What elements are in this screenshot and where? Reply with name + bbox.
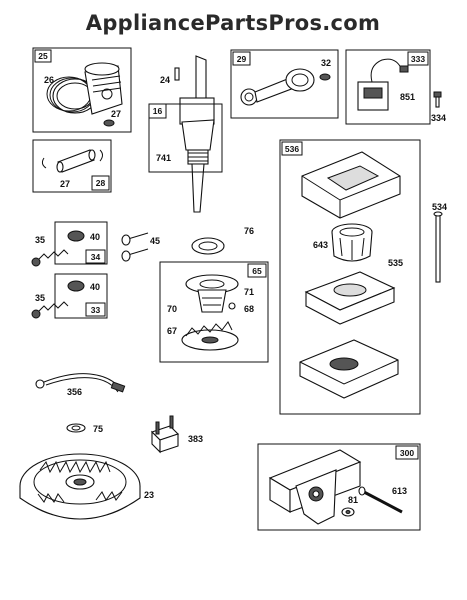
washer-75-part[interactable] [66, 423, 86, 433]
part-label-26: 26 [44, 75, 54, 85]
box-28-frame [32, 139, 112, 193]
valves-45-part[interactable] [121, 232, 149, 262]
air-cleaner-cover-part[interactable] [301, 151, 401, 219]
valve-spring-33-part[interactable] [31, 280, 85, 319]
crankshaft-part[interactable] [179, 55, 215, 213]
box-29-label: 29 [237, 54, 247, 64]
part-label-35a: 35 [35, 235, 45, 245]
box-25-label: 25 [38, 51, 48, 61]
box-33-tag [85, 302, 106, 317]
box-34-tag [85, 249, 106, 264]
box-33-valve-spring-group: 33 35 40 [31, 273, 108, 319]
part-label-81: 81 [348, 495, 358, 505]
box-536-frame [279, 139, 421, 415]
watermark: AppliancePartsPros.com [86, 11, 380, 35]
box-333-frame [345, 49, 431, 125]
box-28-wrist-pin-group: 28 27 [32, 139, 112, 193]
governor-gear-part[interactable] [185, 274, 239, 313]
crankshaft-group: 24 16 741 [148, 55, 223, 213]
part-label-356: 356 [67, 387, 82, 397]
ground-wire-356-part[interactable] [35, 373, 126, 393]
part-label-27b: 27 [60, 179, 70, 189]
box-34-valve-spring-group: 34 35 40 [31, 221, 108, 267]
box-16-label: 16 [153, 106, 163, 116]
box-29-tag [232, 51, 251, 66]
rod-bolt-part[interactable] [319, 73, 331, 81]
terminal-block-383-part[interactable] [150, 415, 180, 454]
box-28-tag [91, 175, 110, 191]
box-34-label: 34 [91, 252, 101, 262]
box-33-frame [54, 273, 108, 319]
part-label-71: 71 [244, 287, 254, 297]
part-label-70: 70 [167, 304, 177, 314]
part-label-613: 613 [392, 486, 407, 496]
box-16-frame [148, 103, 223, 173]
part-label-45: 45 [150, 236, 160, 246]
part-label-32: 32 [321, 58, 331, 68]
oil-seal-76-part[interactable] [191, 237, 225, 255]
pre-cleaner-part[interactable] [331, 223, 373, 262]
pin-clip-left-part[interactable] [41, 157, 47, 169]
box-34-frame [54, 221, 108, 265]
air-filter-part[interactable] [304, 271, 396, 325]
box-300-muffler-group: 300 613 81 [257, 443, 421, 531]
part-label-76: 76 [244, 226, 254, 236]
box-333-label: 333 [411, 54, 425, 64]
part-label-851: 851 [400, 92, 415, 102]
part-label-75: 75 [93, 424, 103, 434]
valve-spring-34-part[interactable] [31, 230, 85, 267]
box-536-air-cleaner-group: 536 643 535 [279, 139, 421, 415]
governor-washer-part[interactable] [228, 302, 236, 310]
box-65-label: 65 [252, 266, 262, 276]
box-65-tag [247, 263, 267, 278]
ignition-armature-part[interactable] [357, 58, 409, 111]
muffler-bolt-613-part[interactable] [358, 486, 403, 514]
part-label-643: 643 [313, 240, 328, 250]
box-33-label: 33 [91, 305, 101, 315]
part-label-334: 334 [431, 113, 446, 123]
box-536-tag [281, 141, 303, 156]
bolt-534-part[interactable] [433, 211, 443, 283]
piston-rings-part[interactable] [46, 76, 98, 114]
retainer-clip-part[interactable] [103, 119, 115, 127]
box-300-frame [257, 443, 421, 531]
box-29-frame [230, 49, 339, 119]
box-300-label: 300 [400, 448, 414, 458]
pin-clip-right-part[interactable] [99, 149, 103, 162]
part-label-35b: 35 [35, 293, 45, 303]
part-label-383: 383 [188, 434, 203, 444]
box-65-frame [159, 261, 269, 363]
box-29-connecting-rod-group: 29 32 [230, 49, 339, 119]
muffler-part[interactable] [268, 449, 362, 525]
part-label-23: 23 [144, 490, 154, 500]
governor-flyweight-part[interactable] [181, 321, 239, 351]
box-25-piston-group: 25 26 27 [32, 47, 132, 133]
box-28-label: 28 [96, 178, 106, 188]
piston-body-part[interactable] [84, 62, 123, 115]
part-label-67: 67 [167, 326, 177, 336]
connecting-rod-part[interactable] [240, 68, 315, 106]
box-333-tag [407, 51, 429, 66]
box-25-frame [32, 47, 132, 133]
screw-334-part[interactable] [433, 91, 442, 108]
box-536-label: 536 [285, 144, 299, 154]
flywheel-23-part[interactable] [19, 453, 141, 520]
part-label-40a: 40 [90, 232, 100, 242]
lock-washer-81-part[interactable] [341, 507, 355, 517]
box-65-governor-group: 65 71 70 68 67 [159, 261, 269, 363]
part-label-534: 534 [432, 202, 447, 212]
part-label-24: 24 [160, 75, 170, 85]
air-cleaner-base-part[interactable] [299, 339, 399, 399]
part-label-68: 68 [244, 304, 254, 314]
box-333-armature-group: 333 851 [345, 49, 431, 125]
part-label-27a: 27 [111, 109, 121, 119]
box-300-tag [395, 445, 419, 460]
part-label-535: 535 [388, 258, 403, 268]
part-label-741: 741 [156, 153, 171, 163]
part-label-40b: 40 [90, 282, 100, 292]
wrist-pin-part[interactable] [56, 149, 96, 173]
key-part[interactable] [174, 67, 180, 81]
box-25-tag [34, 49, 52, 63]
